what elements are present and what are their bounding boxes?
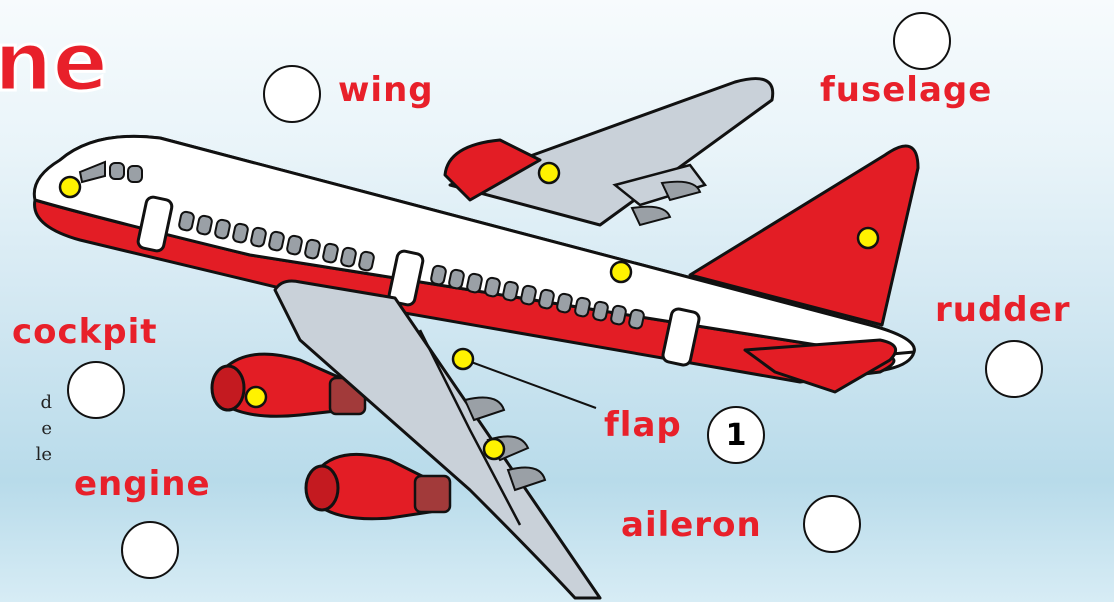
label-aileron: aileron [621,505,762,545]
answer-circle-flap[interactable]: 1 [707,406,765,464]
marker-cockpit [60,177,80,197]
label-cockpit: cockpit [12,312,158,352]
answer-circle-wing[interactable] [263,65,321,123]
cropped-text-line: d [0,390,52,416]
page-title: ne [0,22,108,104]
answer-circle-engine[interactable] [121,521,179,579]
label-flap: flap [604,405,682,445]
label-wing: wing [338,70,434,110]
cropped-text-line: le [0,442,52,468]
answer-circle-rudder[interactable] [985,340,1043,398]
marker-fuselage [611,262,631,282]
label-rudder: rudder [935,290,1070,330]
far-wing [445,79,773,225]
horizontal-stabilizer [745,340,896,392]
label-engine: engine [74,464,211,504]
marker-wing [539,163,559,183]
marker-rudder [858,228,878,248]
answer-circle-aileron[interactable] [803,495,861,553]
answer-circle-cockpit[interactable] [67,361,125,419]
cropped-side-text: d e le [0,390,52,468]
marker-flap [453,349,473,369]
answer-circle-fuselage[interactable] [893,12,951,70]
marker-aileron [484,439,504,459]
marker-engine [246,387,266,407]
cropped-text-line: e [0,416,52,442]
label-fuselage: fuselage [820,70,992,110]
